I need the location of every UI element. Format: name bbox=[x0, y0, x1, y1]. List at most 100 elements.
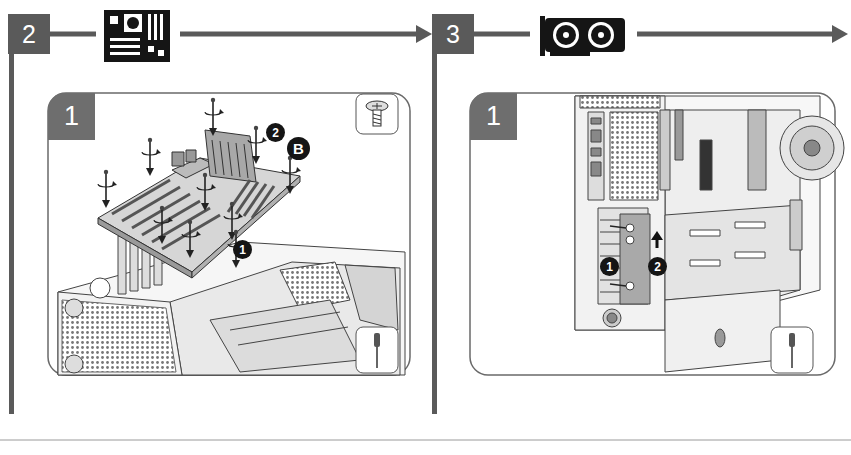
tower-illustration-part bbox=[591, 118, 601, 124]
motherboard-part bbox=[236, 143, 240, 177]
screwdriver-icon-part bbox=[771, 327, 813, 373]
tower-illustration-part bbox=[580, 96, 660, 108]
lift-arrow-part bbox=[651, 231, 663, 240]
motherboard-part bbox=[228, 142, 232, 176]
screw-icon-part bbox=[373, 110, 381, 126]
tower-illustration-part bbox=[591, 148, 601, 156]
case-illustration-part bbox=[170, 262, 400, 375]
case-illustration-part bbox=[58, 242, 405, 375]
page-rule bbox=[0, 440, 851, 441]
tower-illustration bbox=[575, 96, 844, 372]
case-illustration-part bbox=[65, 299, 83, 317]
badge-text: 3 bbox=[446, 22, 460, 47]
graphics-card-icon-part bbox=[588, 22, 614, 48]
motherboard-icon-part bbox=[110, 16, 118, 24]
tower-illustration-part bbox=[610, 226, 626, 228]
case-illustration-part bbox=[62, 300, 176, 372]
motherboard-part bbox=[192, 176, 300, 278]
screw-arrows-part bbox=[205, 98, 224, 136]
screw-icon-part bbox=[377, 103, 378, 109]
badge-text: 1 bbox=[239, 244, 246, 256]
screw-arrows bbox=[98, 98, 301, 268]
screw-arrows-part bbox=[154, 206, 173, 244]
graphics-card-icon-part bbox=[556, 25, 576, 45]
case-illustration-part bbox=[90, 278, 110, 298]
tower-illustration-part bbox=[626, 224, 634, 232]
screwdriver-icon bbox=[356, 327, 398, 373]
graphics-card-icon-part bbox=[563, 32, 569, 38]
screw-icon-part bbox=[373, 122, 381, 124]
motherboard-part bbox=[186, 150, 196, 162]
tower-illustration-part bbox=[715, 329, 725, 347]
screw-arrows-part bbox=[197, 173, 216, 211]
screwdriver-icon-part bbox=[356, 327, 398, 373]
case-illustration-part bbox=[345, 265, 398, 330]
graphics-card-icon-part bbox=[591, 25, 611, 45]
tower-illustration-part bbox=[610, 284, 626, 286]
step-badge: 2 bbox=[8, 14, 50, 54]
tower-illustration-part bbox=[675, 110, 683, 160]
screw-arrows-part bbox=[142, 138, 161, 176]
motherboard-icon-part bbox=[160, 14, 163, 40]
graphics-card-icon bbox=[540, 16, 625, 56]
motherboard-icon-part bbox=[110, 52, 140, 55]
screwdriver-icon-part bbox=[374, 333, 380, 347]
screw-icon-part bbox=[356, 94, 398, 134]
graphics-card-icon-part bbox=[550, 52, 590, 56]
tower-illustration-part bbox=[626, 282, 634, 290]
callout-letter: B bbox=[287, 137, 310, 160]
tower-illustration-part bbox=[626, 236, 634, 244]
screw-arrows-part bbox=[248, 126, 267, 164]
screw-arrows-part bbox=[182, 220, 201, 258]
screw-arrows-part bbox=[98, 170, 117, 208]
motherboard-icon-part bbox=[127, 17, 139, 29]
step-bar bbox=[9, 54, 14, 414]
lift-arrow bbox=[651, 231, 663, 248]
tower-illustration-part bbox=[660, 110, 670, 190]
tower-illustration-part bbox=[790, 200, 802, 250]
motherboard-part bbox=[98, 158, 300, 272]
badge-text: 2 bbox=[22, 22, 36, 47]
tower-illustration-part bbox=[575, 96, 820, 330]
motherboard-part bbox=[205, 130, 256, 182]
screwdriver-icon-part bbox=[789, 333, 795, 347]
screwdriver-icon-part bbox=[791, 347, 793, 368]
case-illustration-part bbox=[210, 300, 360, 372]
graphics-card-icon-part bbox=[540, 16, 545, 56]
motherboard-icon-part bbox=[104, 10, 170, 62]
callout-number: 2 bbox=[648, 257, 667, 276]
motherboard-icon-part bbox=[154, 14, 157, 40]
tower-illustration-part bbox=[780, 116, 844, 180]
step-panel bbox=[48, 93, 410, 375]
motherboard-icon bbox=[104, 10, 170, 62]
panel-badge: 1 bbox=[48, 93, 95, 140]
step-bar bbox=[432, 54, 437, 414]
tower-illustration-part bbox=[790, 126, 834, 170]
arrow-head bbox=[416, 25, 432, 43]
tower-illustration-part bbox=[748, 110, 766, 190]
step-arrow-part bbox=[637, 32, 834, 37]
case-illustration-part bbox=[65, 355, 83, 373]
step-panel bbox=[470, 93, 835, 375]
motherboard-part bbox=[220, 141, 224, 175]
tower-illustration-part bbox=[735, 222, 765, 228]
step-badge: 3 bbox=[432, 14, 474, 54]
tower-illustration-part bbox=[607, 313, 617, 323]
screw-icon bbox=[356, 94, 398, 134]
screw-icon-part bbox=[373, 114, 381, 116]
tower-illustration-part bbox=[575, 96, 665, 330]
motherboard-icon-part bbox=[148, 46, 154, 52]
motherboard-part bbox=[252, 186, 274, 218]
graphics-card-icon-part bbox=[598, 32, 604, 38]
motherboard bbox=[98, 130, 300, 278]
motherboard-icon-part bbox=[148, 14, 151, 40]
tower-illustration-part bbox=[603, 309, 621, 327]
step-arrow bbox=[474, 25, 848, 43]
badge-text: 2 bbox=[654, 261, 661, 273]
motherboard-part bbox=[212, 140, 216, 174]
